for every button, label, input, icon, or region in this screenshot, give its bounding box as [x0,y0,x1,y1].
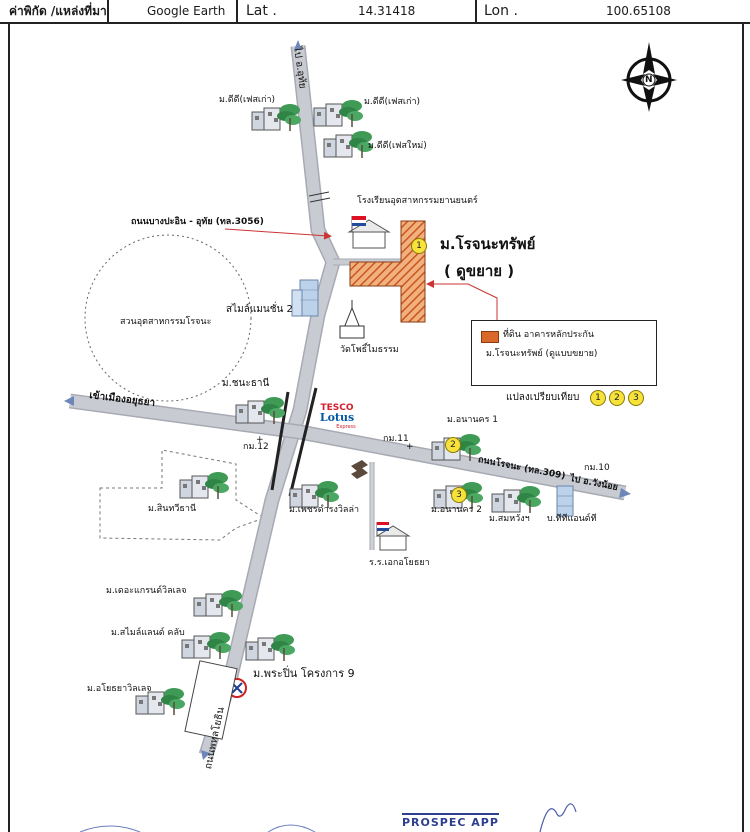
village-building-icon [431,434,481,461]
legend-swatch [481,331,499,343]
m-anan2-label: ม.อนานคร 2 [431,505,482,515]
m-dd-new-label: ม.ดีดี(เฟสใหม่) [368,141,427,151]
auto-school-label: โรงเรียนอุตสาหกรรมยานยนตร์ [357,196,478,206]
village-building-icon [251,104,301,131]
tesco-logo: TESCO Lotus Express [316,400,358,430]
m-somwang-label: ม.สมหวังฯ [489,514,530,524]
marker-3: 3 [451,487,467,503]
marker-1: 1 [411,238,427,254]
legend-box: ที่ดิน อาคารหลักประกัน ม.โรจนะทรัพย์ (ดู… [471,320,657,386]
header-divider [236,0,238,22]
compare-marker-2: 2 [609,390,625,406]
m-anan1-label: ม.อนานคร 1 [447,415,498,425]
school-icon [347,216,391,249]
coord-label: ค่าพิกัด /แหล่งที่มา [9,4,107,18]
b-tt-label: บ.ทีทีแอนด์ที [547,514,597,524]
village-building-icon [179,472,229,499]
m-grand-label: ม.เดอะแกรนด์วิลเลจ [106,586,187,596]
km12-label: กม.12 [243,442,269,452]
legend-line2: ม.โรจนะทรัพย์ (ดูแบบขยาย) [486,349,598,359]
village-building-icon [181,632,231,659]
m-dd-old1-label: ม.ดีดี(เฟสเก่า) [219,95,276,105]
express-text: Express [336,424,356,430]
south-arrowhead [201,750,210,760]
m-smile-land-label: ม.สไมล์แลนด์ คลับ [111,628,185,638]
lon-label: Lon . [484,3,518,19]
overpass-left [270,391,290,491]
village-building-icon [193,590,243,617]
village-building-icon [235,397,285,424]
temple-icon [339,300,365,339]
bridge-mark [308,191,330,197]
tesco-text: TESCO [320,403,353,413]
m-dd-old2-label: ม.ดีดี(เฟสเก่า) [364,97,421,107]
compare-marker-1: 1 [590,390,606,406]
svg-text:+: + [256,435,264,445]
header-divider [475,0,477,22]
plot-box [184,660,238,740]
north-arrowhead [294,40,302,50]
lat-value: 14.31418 [358,4,416,18]
legend-line1: ที่ดิน อาคารหลักประกัน [503,330,595,340]
m-sinthawi-label: ม.สินทวีธานี [148,504,197,514]
lat-label: Lat . [246,3,277,19]
village-building-icon [135,688,185,715]
compare-label: แปลงเปรียบเทียบ [506,392,580,403]
overpass-right [288,387,318,497]
bangpa-in-road-label: ถนนบางปะอิน - อุทัย (ทล.3056) [131,217,264,227]
m-phrapin-label: ม.พระปิ่น โครงการ 9 [253,667,355,680]
header-divider [107,0,109,22]
approval-stamp: PROSPEC APP [402,813,499,829]
source-value: Google Earth [147,4,226,18]
village-building-icon [289,481,339,508]
compass-letter: N [645,75,653,85]
km10-label: กม.10 [584,463,610,473]
east-arrowhead [619,488,631,498]
lon-value: 100.65108 [606,4,671,18]
compare-marker-3: 3 [628,390,644,406]
stamp-text: PROSPEC APP [402,813,499,829]
lotus-text: Lotus [320,411,354,424]
school-icon [375,522,411,551]
compass-rose [621,42,677,112]
village-building-icon [323,131,373,158]
village-building-icon [491,486,541,513]
marker-2: 2 [445,437,461,453]
legend-pointer [426,280,498,320]
km11-label: กม.11 [383,434,409,444]
m-phet-label: ม.เพชรดำรงวิลล่า [289,505,360,515]
subject-name-label: ม.โรจนะทรัพย์ [440,235,536,253]
school-ek-label: ร.ร.เอกอโยธยา [369,558,430,568]
industrial-park-label: สวนอุตสาหกรรมโรจนะ [120,317,212,327]
m-ayothaya-label: ม.อโยธยาวิลเลจ [87,684,152,694]
smile-mansion-label: สไมล์แมนชั่น 2 [226,304,293,315]
map-frame [8,24,744,832]
m-chanatani-label: ม.ชนะธานี [222,378,270,389]
subject-land [349,220,426,323]
wat-label: วัดโพธิ์ไมธรรม [340,345,399,355]
village-building-icon [313,100,363,127]
industrial-park-boundary [84,234,252,402]
road-pointer [224,228,332,240]
svg-text:+: + [406,442,414,452]
market-sign-icon [351,460,368,479]
village-building-icon [245,634,295,661]
sinthawi-boundary [99,449,266,541]
subject-note-label: ( ดูขยาย ) [444,262,515,280]
west-arrowhead [64,396,74,406]
info-header: ค่าพิกัด /แหล่งที่มา Google Earth Lat . … [0,0,750,24]
mansion-building-icon [291,279,319,317]
office-building-icon [556,485,574,517]
